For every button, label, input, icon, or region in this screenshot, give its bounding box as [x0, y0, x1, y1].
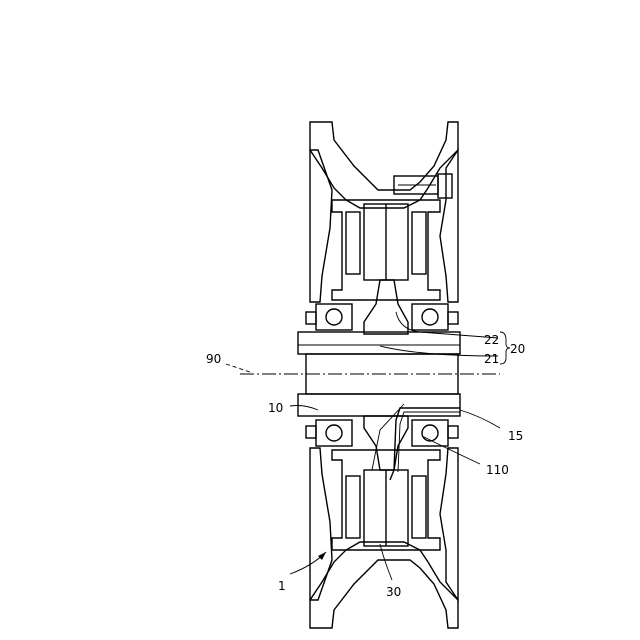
- label-20: 20: [510, 342, 525, 356]
- lead-wire: [390, 408, 460, 480]
- bearing-left-top: [306, 304, 352, 330]
- leader-lines: [226, 312, 510, 580]
- magnet-left-bottom: [346, 476, 360, 538]
- hub-top: [332, 200, 440, 334]
- magnet-right-bottom: [412, 476, 426, 538]
- bearing-left-bottom: [306, 420, 352, 446]
- magnet-right-top: [412, 212, 426, 274]
- label-30: 30: [386, 585, 401, 599]
- label-10: 10: [268, 401, 283, 415]
- label-22: 22: [484, 333, 499, 347]
- label-110: 110: [486, 463, 509, 477]
- hub-bottom: [332, 416, 440, 550]
- label-15: 15: [508, 429, 523, 443]
- label-21: 21: [484, 352, 499, 366]
- label-1: 1: [278, 579, 286, 593]
- magnet-left-top: [346, 212, 360, 274]
- label-90: 90: [206, 352, 221, 366]
- bearing-right-top: [412, 304, 458, 330]
